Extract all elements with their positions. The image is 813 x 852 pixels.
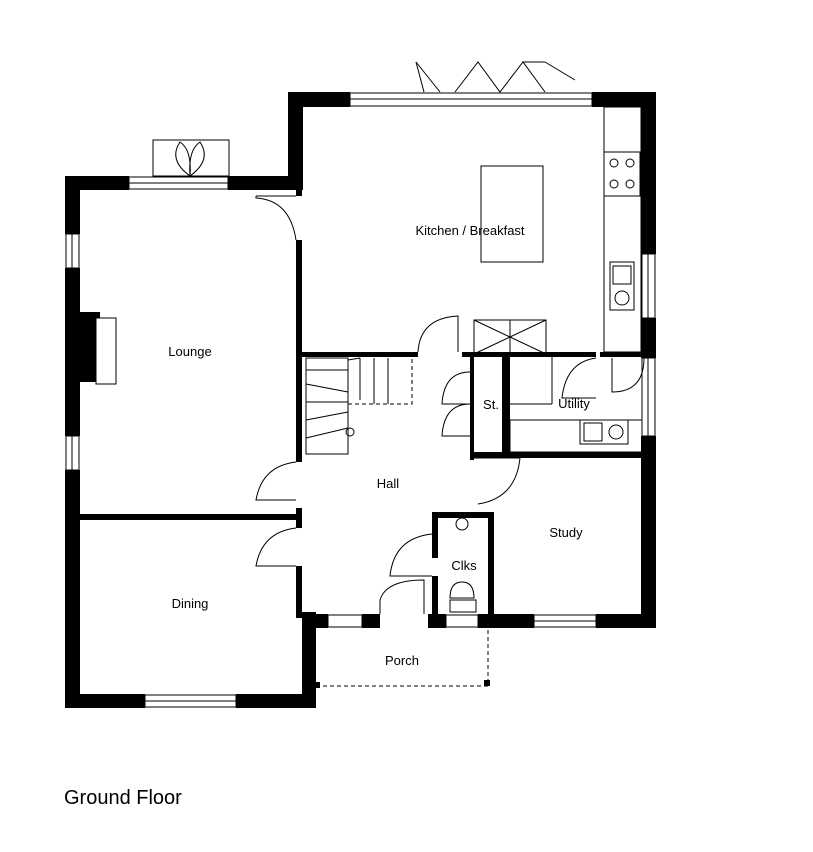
room-label-dining: Dining bbox=[172, 596, 209, 611]
room-label-kitchen: Kitchen / Breakfast bbox=[415, 223, 524, 238]
fireplace bbox=[80, 312, 117, 385]
room-label-hall: Hall bbox=[377, 476, 400, 491]
porch-outline bbox=[314, 628, 490, 688]
patio-doors bbox=[152, 61, 576, 177]
doors bbox=[255, 195, 645, 614]
room-label-utility: Utility bbox=[558, 396, 590, 411]
staircase bbox=[305, 357, 413, 455]
toilet-fittings bbox=[449, 517, 477, 613]
plan-title: Ground Floor bbox=[64, 787, 182, 809]
kitchen-fittings bbox=[473, 106, 643, 453]
windows bbox=[65, 92, 656, 708]
room-label-study: Study bbox=[549, 525, 583, 540]
exterior-walls bbox=[65, 92, 656, 708]
room-label-clks: Clks bbox=[451, 558, 477, 573]
room-label-porch: Porch bbox=[385, 653, 419, 668]
room-label-store: St. bbox=[483, 397, 499, 412]
room-label-lounge: Lounge bbox=[168, 344, 211, 359]
